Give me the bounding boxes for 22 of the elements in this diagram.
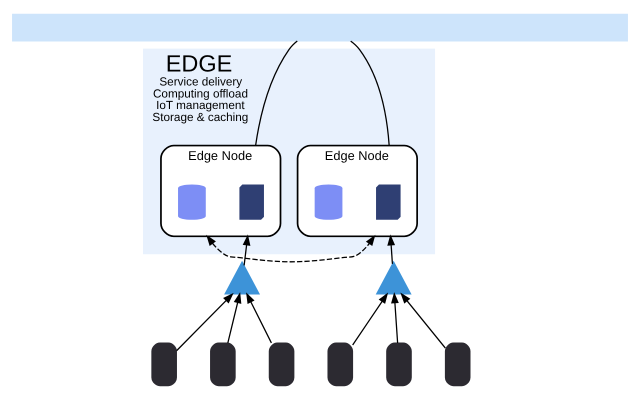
node-box [268,342,294,386]
node-picture [376,260,412,294]
arrow [400,292,446,348]
arrow [227,292,242,344]
arrow [206,234,376,262]
arrow [242,234,250,266]
node-box [327,342,354,386]
node-bar [12,14,628,42]
node-box [444,342,470,386]
connector [254,40,298,146]
node-box [151,342,177,386]
arrow [176,292,234,352]
cluster: Edge Node [160,144,282,238]
arrow [387,234,396,264]
node-box [386,342,412,386]
node-picture [224,260,260,294]
arrow [352,292,388,346]
cluster: Edge Node [296,144,418,238]
connector [350,40,390,146]
node-box [210,342,236,386]
arrow [246,292,272,344]
arrow [391,292,399,344]
